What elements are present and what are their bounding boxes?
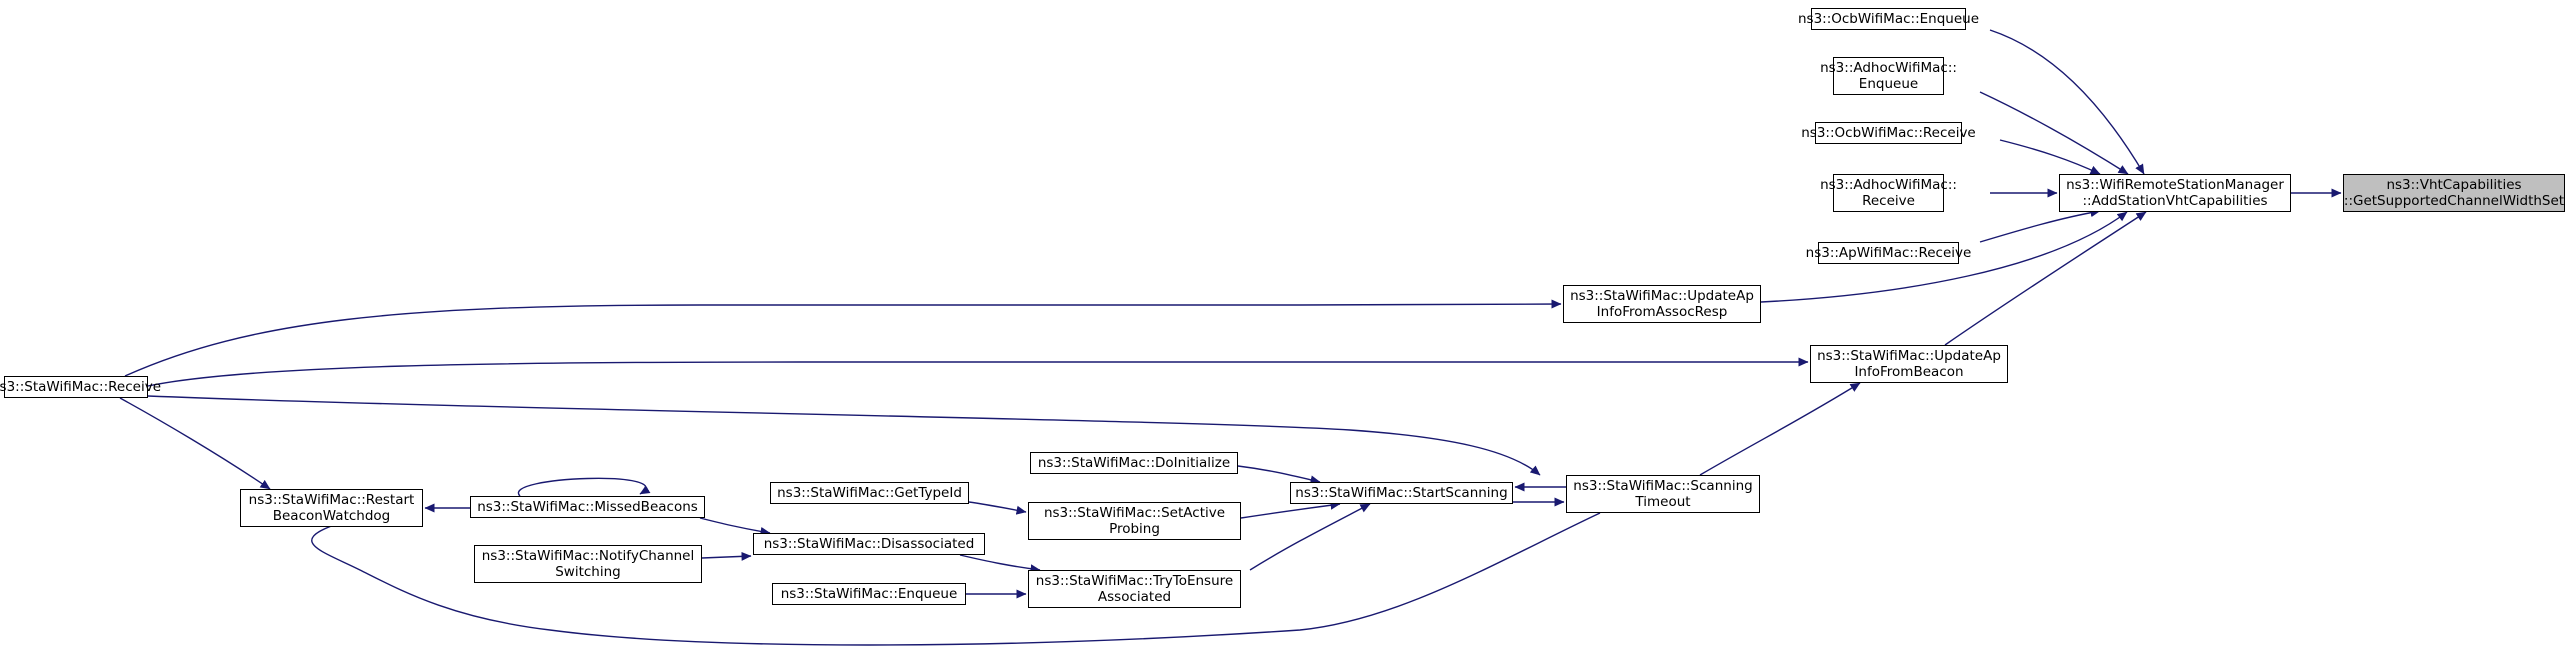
node-label-line1: ns3::WifiRemoteStationManager — [2066, 177, 2284, 193]
node-sta-wifi-mac-start-scanning[interactable]: ns3::StaWifiMac::StartScanning — [1290, 482, 1513, 504]
node-label-line1: ns3::OcbWifiMac::Receive — [1801, 125, 1976, 141]
edge-sta-missed-beacons-to-sta-missed-beacons — [517, 477, 651, 497]
node-ocb-wifi-mac-receive[interactable]: ns3::OcbWifiMac::Receive — [1801, 122, 1976, 144]
node-vht-capabilities-get-supported-channel-width-set: ns3::VhtCapabilities ::GetSupportedChann… — [2343, 174, 2565, 212]
node-label-line1: ns3::StaWifiMac::Disassociated — [763, 536, 975, 552]
node-label-line2: ::GetSupportedChannelWidthSet — [2343, 193, 2565, 209]
node-label-line2: Timeout — [1635, 494, 1691, 510]
node-label-line1: ns3::StaWifiMac::TryToEnsure — [1035, 573, 1234, 589]
edge-sta-missed-beacons-to-sta-disassociated — [699, 517, 771, 536]
node-sta-wifi-mac-try-to-ensure-associated[interactable]: ns3::StaWifiMac::TryToEnsure Associated — [1028, 570, 1241, 608]
node-label-line1: ns3::StaWifiMac::StartScanning — [1295, 485, 1508, 501]
edge-sta-set-active-probing-to-sta-start-scanning — [1240, 500, 1341, 519]
node-sta-wifi-mac-restart-beacon-watchdog[interactable]: ns3::StaWifiMac::Restart BeaconWatchdog — [240, 489, 423, 527]
node-label-line1: ns3::StaWifiMac::Receive — [0, 379, 162, 395]
node-ap-wifi-mac-receive[interactable]: ns3::ApWifiMac::Receive — [1806, 242, 1971, 264]
edge-ap-receive-to-wrsm-add-vht — [1979, 208, 2101, 243]
node-label-line1: ns3::StaWifiMac::NotifyChannel — [481, 548, 695, 564]
edge-sta-update-beacon-to-wrsm-add-vht — [1944, 211, 2147, 346]
node-label-line1: ns3::StaWifiMac::SetActive — [1043, 505, 1226, 521]
edge-sta-receive-to-sta-scanning-timeout — [147, 395, 1541, 476]
node-label-line1: ns3::ApWifiMac::Receive — [1805, 245, 1972, 261]
node-adhoc-wifi-mac-receive[interactable]: ns3::AdhocWifiMac:: Receive — [1820, 174, 1957, 212]
edge-sta-disassociated-to-sta-try-ensure — [959, 554, 1041, 574]
node-sta-wifi-mac-get-type-id[interactable]: ns3::StaWifiMac::GetTypeId — [770, 482, 969, 504]
node-label-line2: ::AddStationVhtCapabilities — [2082, 193, 2268, 209]
node-label-line1: ns3::StaWifiMac::UpdateAp — [1817, 348, 2001, 364]
node-sta-wifi-mac-do-initialize[interactable]: ns3::StaWifiMac::DoInitialize — [1030, 452, 1238, 474]
node-label-line2: Receive — [1862, 193, 1915, 209]
node-label-line1: ns3::StaWifiMac::Enqueue — [780, 586, 958, 602]
node-label-line1: ns3::StaWifiMac::UpdateAp — [1570, 288, 1754, 304]
node-label-line2: BeaconWatchdog — [272, 508, 391, 524]
edge-sta-try-ensure-to-sta-start-scanning — [1249, 503, 1371, 571]
node-adhoc-wifi-mac-enqueue[interactable]: ns3::AdhocWifiMac:: Enqueue — [1820, 57, 1957, 95]
edge-sta-receive-to-sta-update-assoc — [124, 299, 1562, 377]
edge-sta-do-initialize-to-sta-start-scanning — [1237, 465, 1321, 485]
edge-sta-receive-to-sta-restart-watchdog — [119, 397, 271, 490]
node-label-line1: ns3::VhtCapabilities — [2386, 177, 2522, 193]
node-sta-wifi-mac-scanning-timeout[interactable]: ns3::StaWifiMac::Scanning Timeout — [1566, 475, 1760, 513]
node-sta-wifi-mac-receive[interactable]: ns3::StaWifiMac::Receive — [0, 376, 161, 398]
node-label-line2: Probing — [1109, 521, 1160, 537]
node-label-line1: ns3::StaWifiMac::Scanning — [1573, 478, 1753, 494]
node-wifi-remote-station-manager-add-station-vht-capabilities[interactable]: ns3::WifiRemoteStationManager ::AddStati… — [2059, 174, 2291, 212]
node-sta-wifi-mac-notify-channel-switching[interactable]: ns3::StaWifiMac::NotifyChannel Switching — [474, 545, 702, 583]
node-label-line2: InfoFromAssocResp — [1596, 304, 1728, 320]
node-label-line2: Associated — [1097, 589, 1172, 605]
node-label-line2: Enqueue — [1858, 76, 1919, 92]
edge-ocb-enqueue-to-wrsm-add-vht — [1989, 29, 2145, 175]
edge-ocb-receive-to-wrsm-add-vht — [1999, 139, 2101, 175]
edge-sta-notify-channel-to-sta-disassociated — [701, 551, 752, 561]
node-label-line1: ns3::StaWifiMac::DoInitialize — [1037, 455, 1231, 471]
edge-sta-scanning-timeout-to-sta-update-beacon — [1699, 382, 1861, 476]
node-label-line2: InfoFromBeacon — [1854, 364, 1964, 380]
node-ocb-wifi-mac-enqueue[interactable]: ns3::OcbWifiMac::Enqueue — [1798, 8, 1979, 30]
edge-sta-get-type-id-to-sta-set-active-probing — [968, 501, 1027, 515]
node-sta-wifi-mac-set-active-probing[interactable]: ns3::StaWifiMac::SetActive Probing — [1028, 502, 1241, 540]
node-label-line1: ns3::StaWifiMac::MissedBeacons — [477, 499, 698, 515]
node-sta-wifi-mac-update-ap-info-from-beacon[interactable]: ns3::StaWifiMac::UpdateAp InfoFromBeacon — [1810, 345, 2008, 383]
node-label-line2: Switching — [555, 564, 621, 580]
node-sta-wifi-mac-update-ap-info-from-assoc-resp[interactable]: ns3::StaWifiMac::UpdateAp InfoFromAssocR… — [1563, 285, 1761, 323]
edge-sta-receive-to-sta-update-beacon — [147, 357, 1809, 387]
node-label-line1: ns3::AdhocWifiMac:: — [1820, 60, 1957, 76]
edge-sta-update-assoc-to-wrsm-add-vht — [1760, 211, 2128, 303]
edge-sta-scanning-timeout-to-sta-restart-watchdog — [311, 512, 1601, 646]
node-label-line1: ns3::AdhocWifiMac:: — [1820, 177, 1957, 193]
node-sta-wifi-mac-disassociated[interactable]: ns3::StaWifiMac::Disassociated — [753, 533, 985, 555]
node-label-line1: ns3::StaWifiMac::Restart — [248, 492, 415, 508]
node-sta-wifi-mac-enqueue[interactable]: ns3::StaWifiMac::Enqueue — [772, 583, 966, 605]
node-sta-wifi-mac-missed-beacons[interactable]: ns3::StaWifiMac::MissedBeacons — [470, 496, 705, 518]
node-label-line1: ns3::StaWifiMac::GetTypeId — [777, 485, 962, 501]
node-label-line1: ns3::OcbWifiMac::Enqueue — [1797, 11, 1980, 27]
edge-adhoc-enqueue-to-wrsm-add-vht — [1979, 91, 2129, 175]
